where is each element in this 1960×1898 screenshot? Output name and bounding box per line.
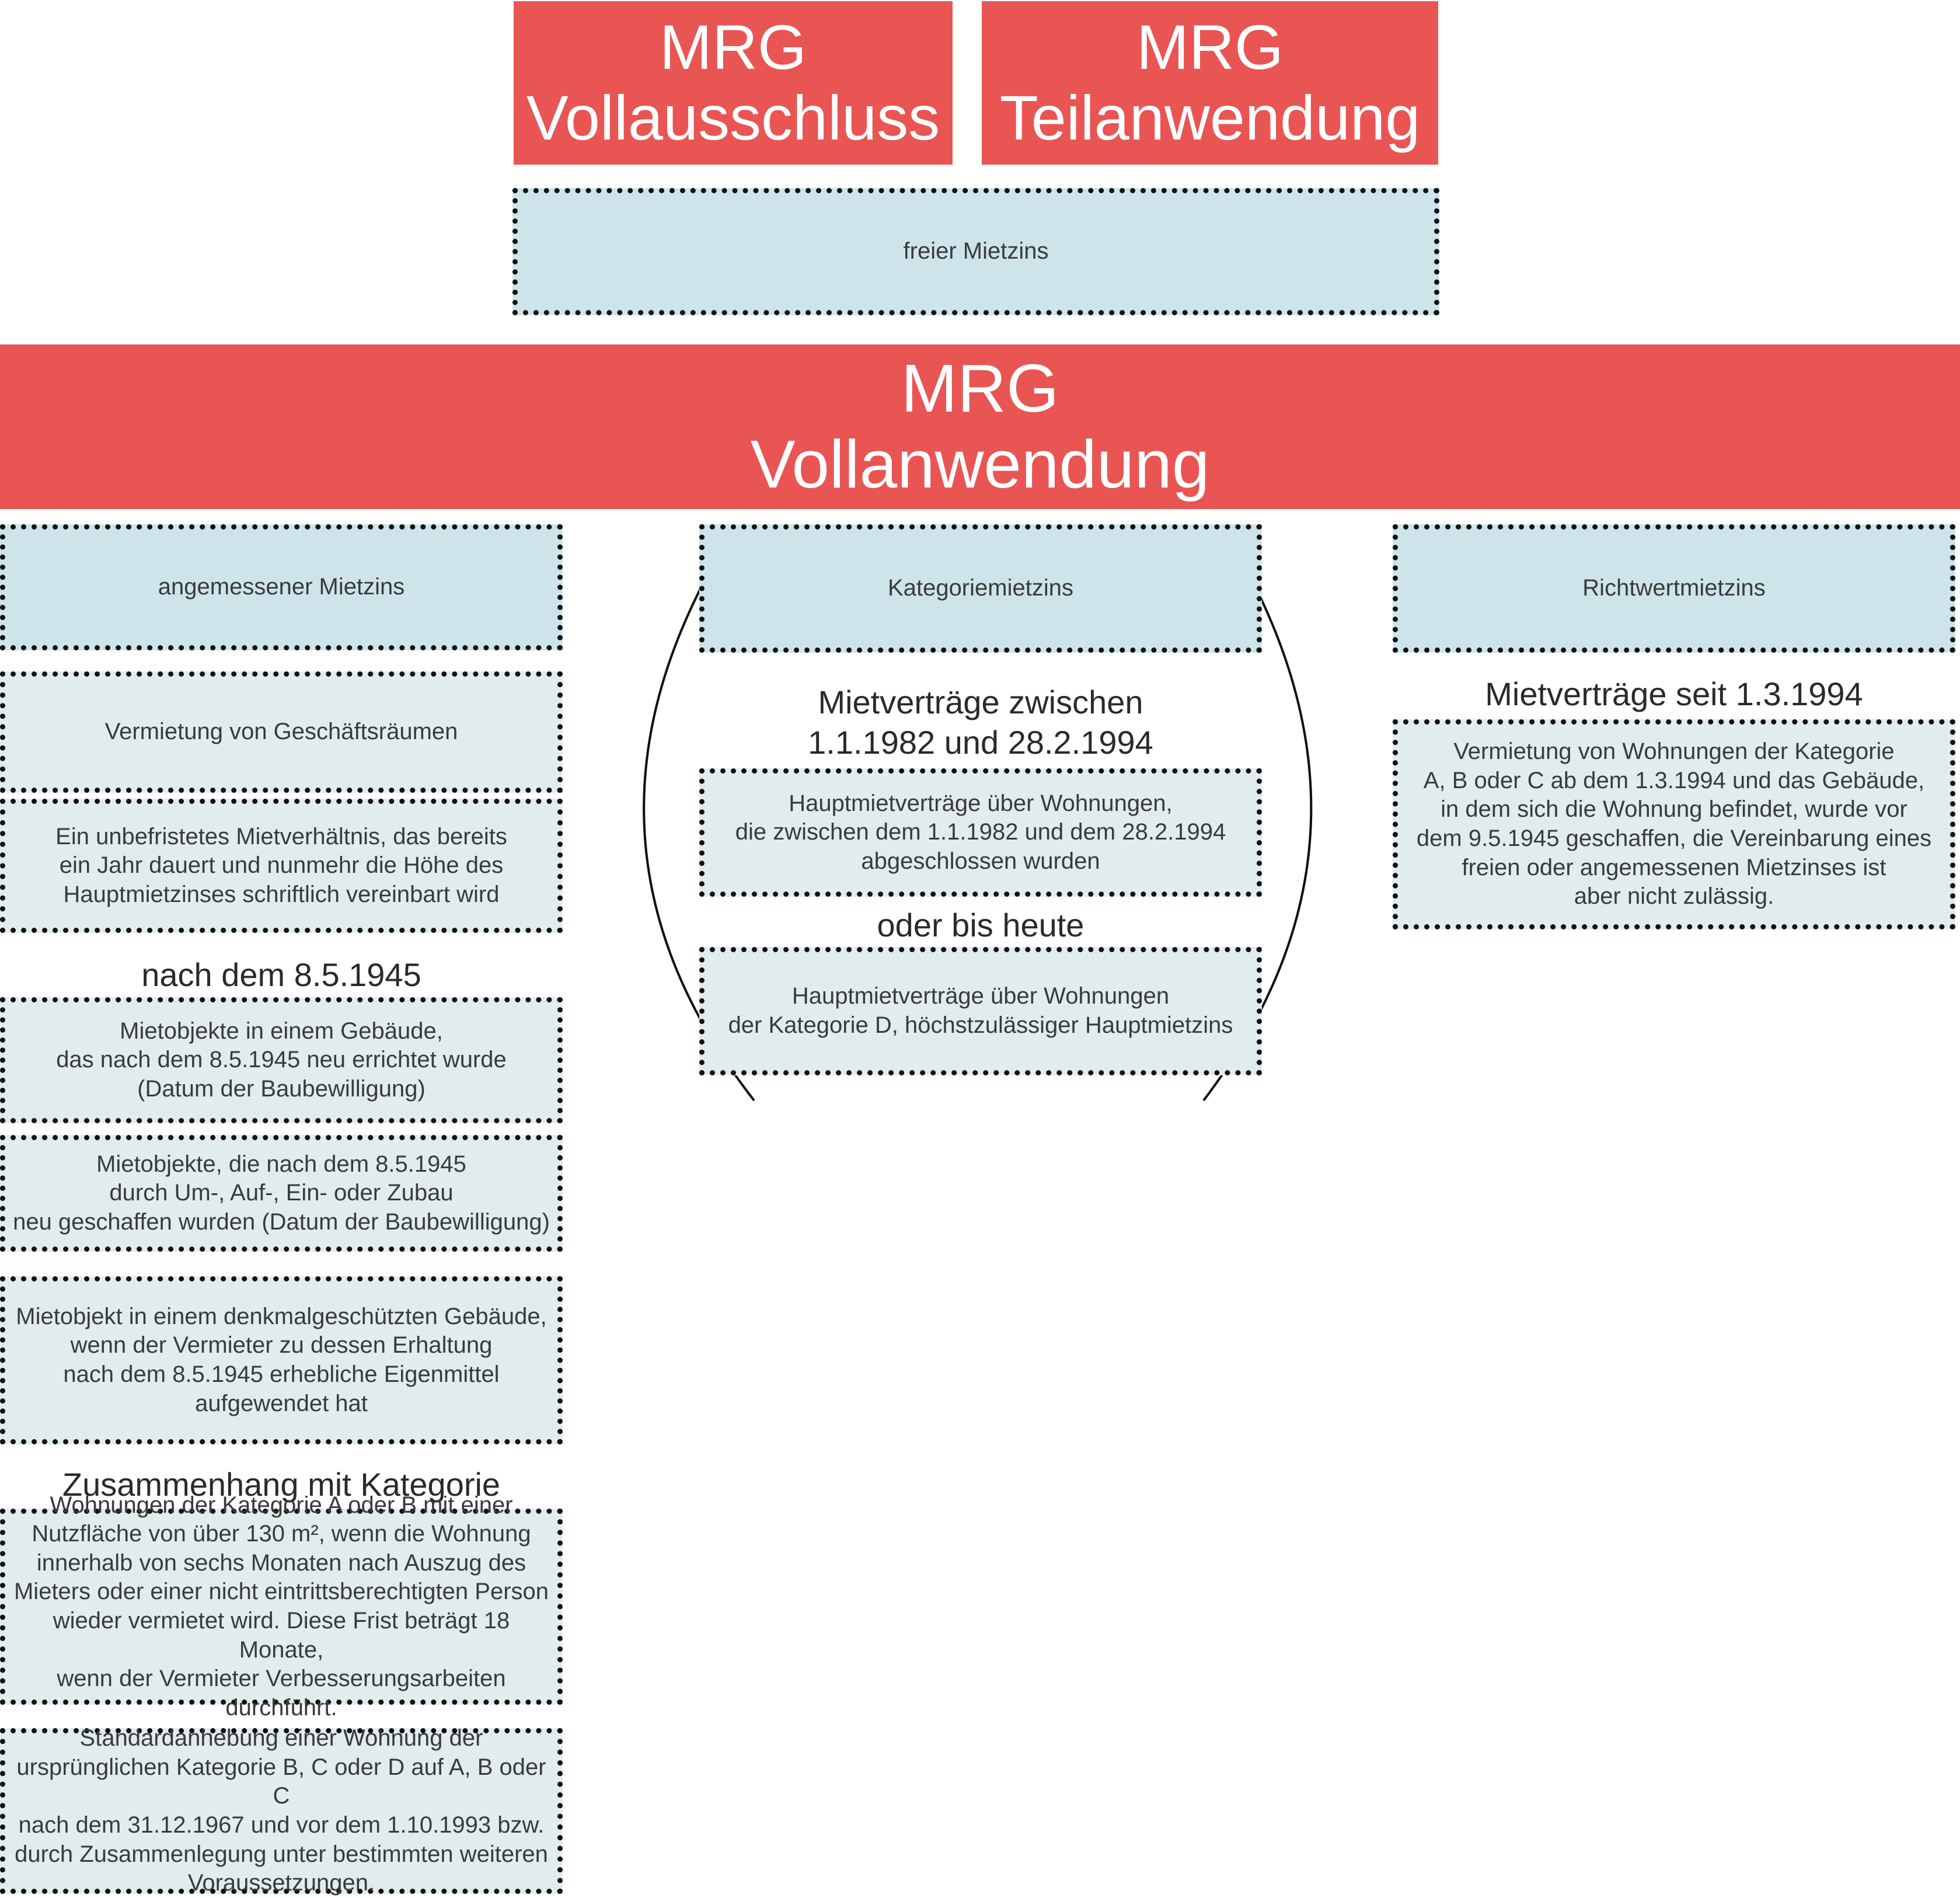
mietvertraege-seit-heading: Mietverträge seit 1.3.1994	[1485, 675, 1863, 712]
mrg-vollausschluss-line2: Vollausschluss	[526, 82, 940, 153]
mrg-teilanwendung-line1: MRG	[1136, 12, 1284, 83]
mrg-vollausschluss-box: MRG Vollausschluss	[514, 1, 953, 165]
mrg-teilanwendung-line2: Teilanwendung	[999, 82, 1421, 153]
nach-8-5-1945-heading: nach dem 8.5.1945	[141, 956, 421, 993]
mid-item-hauptmietvertraege-zeitraum: Hauptmietverträge über Wohnungen, die zw…	[699, 768, 1262, 897]
oder-bis-heute-heading: oder bis heute	[877, 907, 1084, 943]
mid-item-kategorie-d: Hauptmietverträge über Wohnungen der Kat…	[699, 947, 1262, 1075]
freier-mietzins-box: freier Mietzins	[512, 188, 1439, 315]
richtwertmietzins-header: Richtwertmietzins	[1393, 524, 1955, 653]
left-item-standardanhebung: Standardanhebung einer Wohnung der urspr…	[0, 1725, 563, 1896]
left-item-geschaeftsraeume: Vermietung von Geschäftsräumen	[0, 671, 563, 793]
left-item-kategorie-a-b: Wohnungen der Kategorie A oder B mit ein…	[0, 1492, 563, 1721]
mrg-vollanwendung-line2: Vollanwendung	[750, 426, 1210, 502]
right-item-richtwert: Vermietung von Wohnungen der Kategorie A…	[1393, 719, 1955, 929]
mrg-teilanwendung-box: MRG Teilanwendung	[982, 1, 1438, 165]
left-item-umbau: Mietobjekte, die nach dem 8.5.1945 durch…	[0, 1135, 563, 1252]
left-item-denkmalgeschuetzt: Mietobjekt in einem denkmalgeschützten G…	[0, 1276, 563, 1444]
mrg-vollanwendung-line1: MRG	[901, 350, 1059, 427]
kategoriemietzins-header: Kategoriemietzins	[699, 524, 1262, 653]
mrg-vollanwendung-bar: MRG Vollanwendung	[0, 344, 1960, 509]
left-item-neu-errichtet: Mietobjekte in einem Gebäude, das nach d…	[0, 997, 563, 1123]
angemessener-mietzins-header: angemessener Mietzins	[0, 524, 563, 650]
zusammenhang-kategorie-heading: Zusammenhang mit Kategorie	[62, 1466, 501, 1503]
mrg-vollausschluss-line1: MRG	[660, 12, 807, 83]
left-item-unbefristet: Ein unbefristetes Mietverhältnis, das be…	[0, 799, 563, 933]
mietvertraege-zwischen-heading: Mietverträge zwischen 1.1.1982 und 28.2.…	[808, 684, 1153, 761]
